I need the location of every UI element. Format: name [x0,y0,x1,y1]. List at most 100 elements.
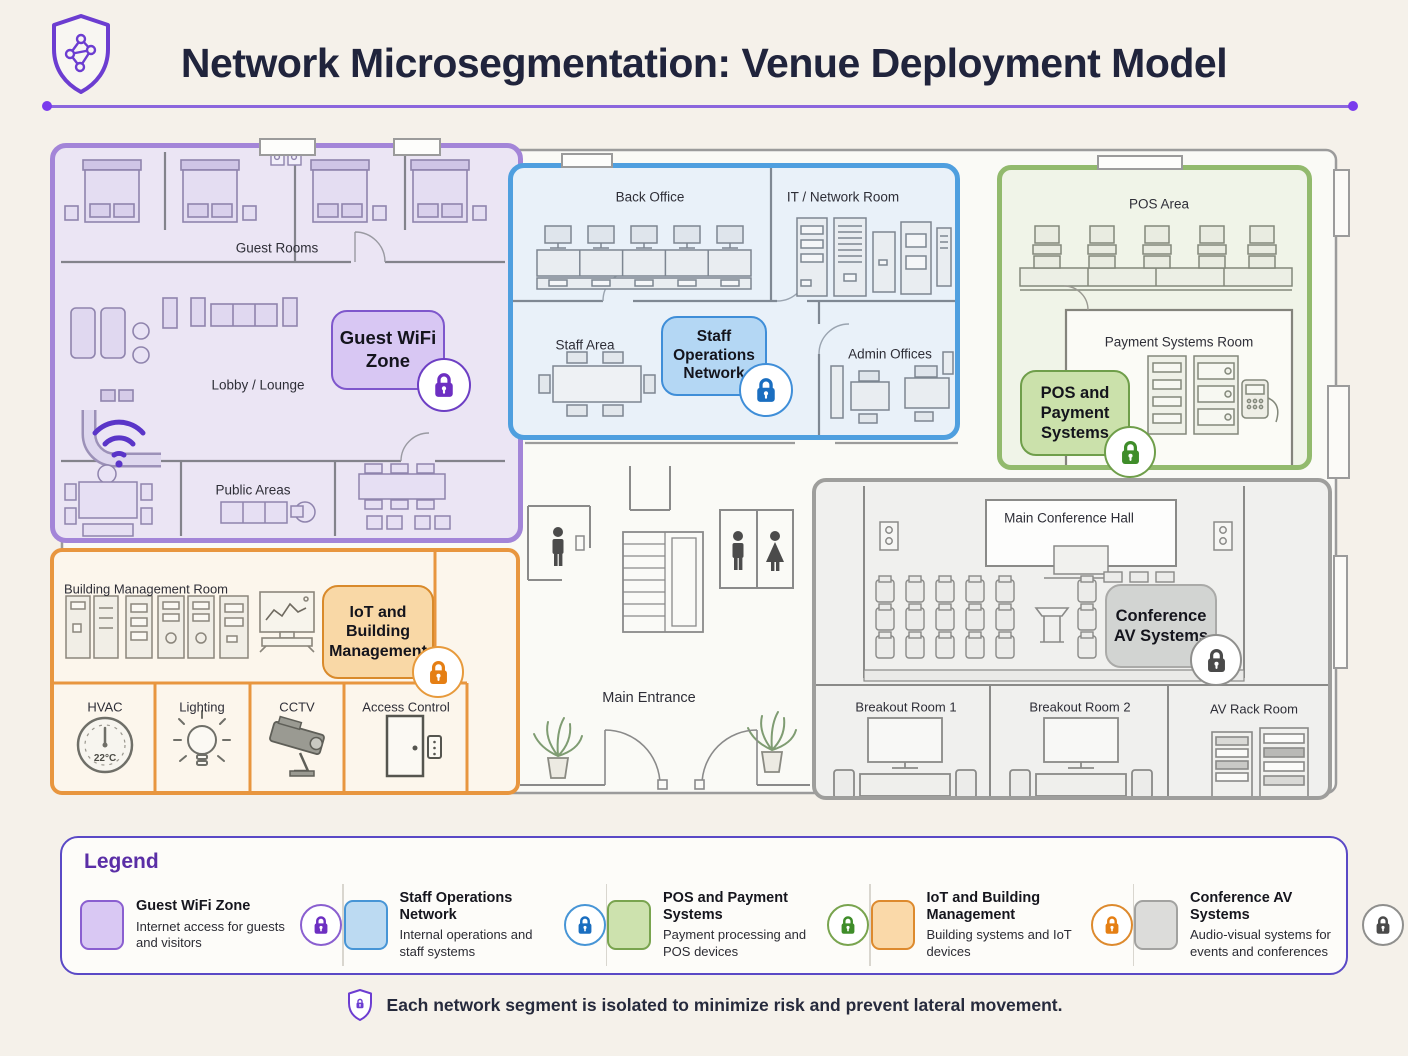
legend-divider [342,884,344,966]
entrance-walls [520,466,810,786]
conference-walls [816,486,1328,796]
male-figure-icon [552,527,564,566]
main-entrance-area: Main Entrance [520,440,810,800]
legend-lock-icon [1362,904,1404,946]
back-office-label: Back Office [615,189,685,205]
av-racks [1211,727,1309,796]
access-control-label: Access Control [362,699,450,715]
legend-desc: Internal operations and staff systems [399,927,533,959]
legend-desc: Building systems and IoT devices [926,927,1072,959]
underline-dot-right [1348,101,1358,111]
av-lock-icon [1190,634,1242,686]
legend-lock-icon [827,904,869,946]
pos-area-label: POS Area [1128,196,1190,212]
guest-wifi-swatch [80,899,124,950]
legend-desc: Internet access for guests and visitors [136,919,285,951]
breakout-room-2-label: Breakout Room 2 [1029,699,1131,715]
entry-doors [604,729,758,790]
building-management-room-label: Building Management Room [63,581,229,597]
public-areas-label: Public Areas [215,482,291,498]
lobby-furniture [70,297,298,468]
guest-lock-icon [417,358,471,412]
conference-stage [985,499,1177,579]
legend-name: Guest WiFi Zone [136,898,251,915]
pos-terminals [1019,225,1293,291]
legend-lock-icon [563,904,606,946]
admin-office-desks [830,351,954,424]
breakout1-furniture [833,717,977,796]
guest-rooms-label: Guest Rooms [235,240,319,256]
bms-cabinets [65,595,249,659]
pos-lock-icon [1104,426,1156,478]
shield-lock-icon [347,989,372,1021]
legend-desc: Payment processing and POS devices [663,927,807,959]
hvac-label: HVAC [87,699,123,715]
footer-note: Each network segment is isolated to mini… [386,994,1063,1015]
underline-dot-left [42,101,52,111]
it-network-room-label: IT / Network Room [786,189,900,205]
breakout2-furniture [1009,717,1153,796]
legend-item-pos-payment: POS and Payment Systems Payment processi… [607,890,869,960]
zone-pos-payment: POS Area Payment Systems Room POS and Pa… [997,165,1312,478]
lobby-label: Lobby / Lounge [211,377,305,393]
main-conference-hall-label: Main Conference Hall [1004,510,1134,526]
hvac-thermostat-icon: 22°C [76,716,134,774]
bms-monitor [259,591,315,653]
access-control-door-icon [385,714,442,778]
stairs [622,531,704,633]
payment-terminal [1241,379,1279,423]
potted-plant-icon [533,717,583,779]
zone-iot-building: 22°C [50,548,520,795]
lighting-label: Lighting [179,699,225,715]
legend-divider [869,884,871,966]
wifi-icon [92,419,146,468]
admin-offices-label: Admin Offices [848,346,932,362]
staff-zone-walls [513,168,955,435]
legend-name: Conference AV Systems [1190,890,1293,923]
staff-lock-icon [739,363,793,417]
it-room-racks [796,217,952,297]
breakout-room-1-label: Breakout Room 1 [855,699,957,715]
wall-outlets [879,521,1233,551]
legend-name: Staff Operations Network [399,890,513,923]
podium [1034,607,1070,643]
door-hardware [270,149,302,166]
hvac-temp: 22°C [94,753,116,764]
audience-chairs [875,571,1175,659]
guest-room-beds [64,159,487,223]
public-areas-furniture [64,463,451,537]
cctv-label: CCTV [279,699,315,715]
back-office-desks [536,225,752,290]
legend-lock-icon [1090,904,1133,946]
main-entrance-label: Main Entrance [602,690,696,706]
iot-building-swatch [870,900,915,950]
conference-av-swatch [1134,900,1178,950]
staff-operations-swatch [343,900,388,950]
legend-lock-icon [300,903,342,946]
guest-zone-walls [61,152,505,536]
payment-racks [1147,355,1239,435]
cctv-camera-icon [269,715,325,777]
legend-title: Legend [84,850,159,873]
lighting-bulb-icon [173,710,231,766]
female-figure-icon [766,531,784,571]
legend-panel: Legend Guest WiFi Zone Internet access f… [60,836,1404,975]
zone-guest-wifi: Guest Rooms Lobby / Lounge Public Areas … [50,143,523,543]
legend-divider [1132,884,1134,966]
legend-item-conference-av: Conference AV Systems Audio-visual syste… [1134,890,1404,960]
zone-staff-operations: Back Office IT / Network Room Staff Area… [508,163,960,440]
guest-wifi-zone-badge: Guest WiFi Zone [331,310,445,390]
title-underline [48,105,1356,108]
potted-plant-icon [747,711,797,773]
legend-divider [605,884,607,966]
legend-item-guest-wifi: Guest WiFi Zone Internet access for gues… [80,898,342,951]
iot-zone-walls [54,552,469,791]
legend-name: IoT and Building Management [926,890,1041,923]
legend-item-staff-operations: Staff Operations Network Internal operat… [343,890,606,960]
footer: Each network segment is isolated to mini… [0,988,1408,1022]
network-shield-icon [46,12,116,104]
legend-item-iot-building: IoT and Building Management Building sys… [870,890,1133,960]
legend-desc: Audio-visual systems for events and conf… [1190,927,1331,959]
iot-lock-icon [412,646,464,698]
